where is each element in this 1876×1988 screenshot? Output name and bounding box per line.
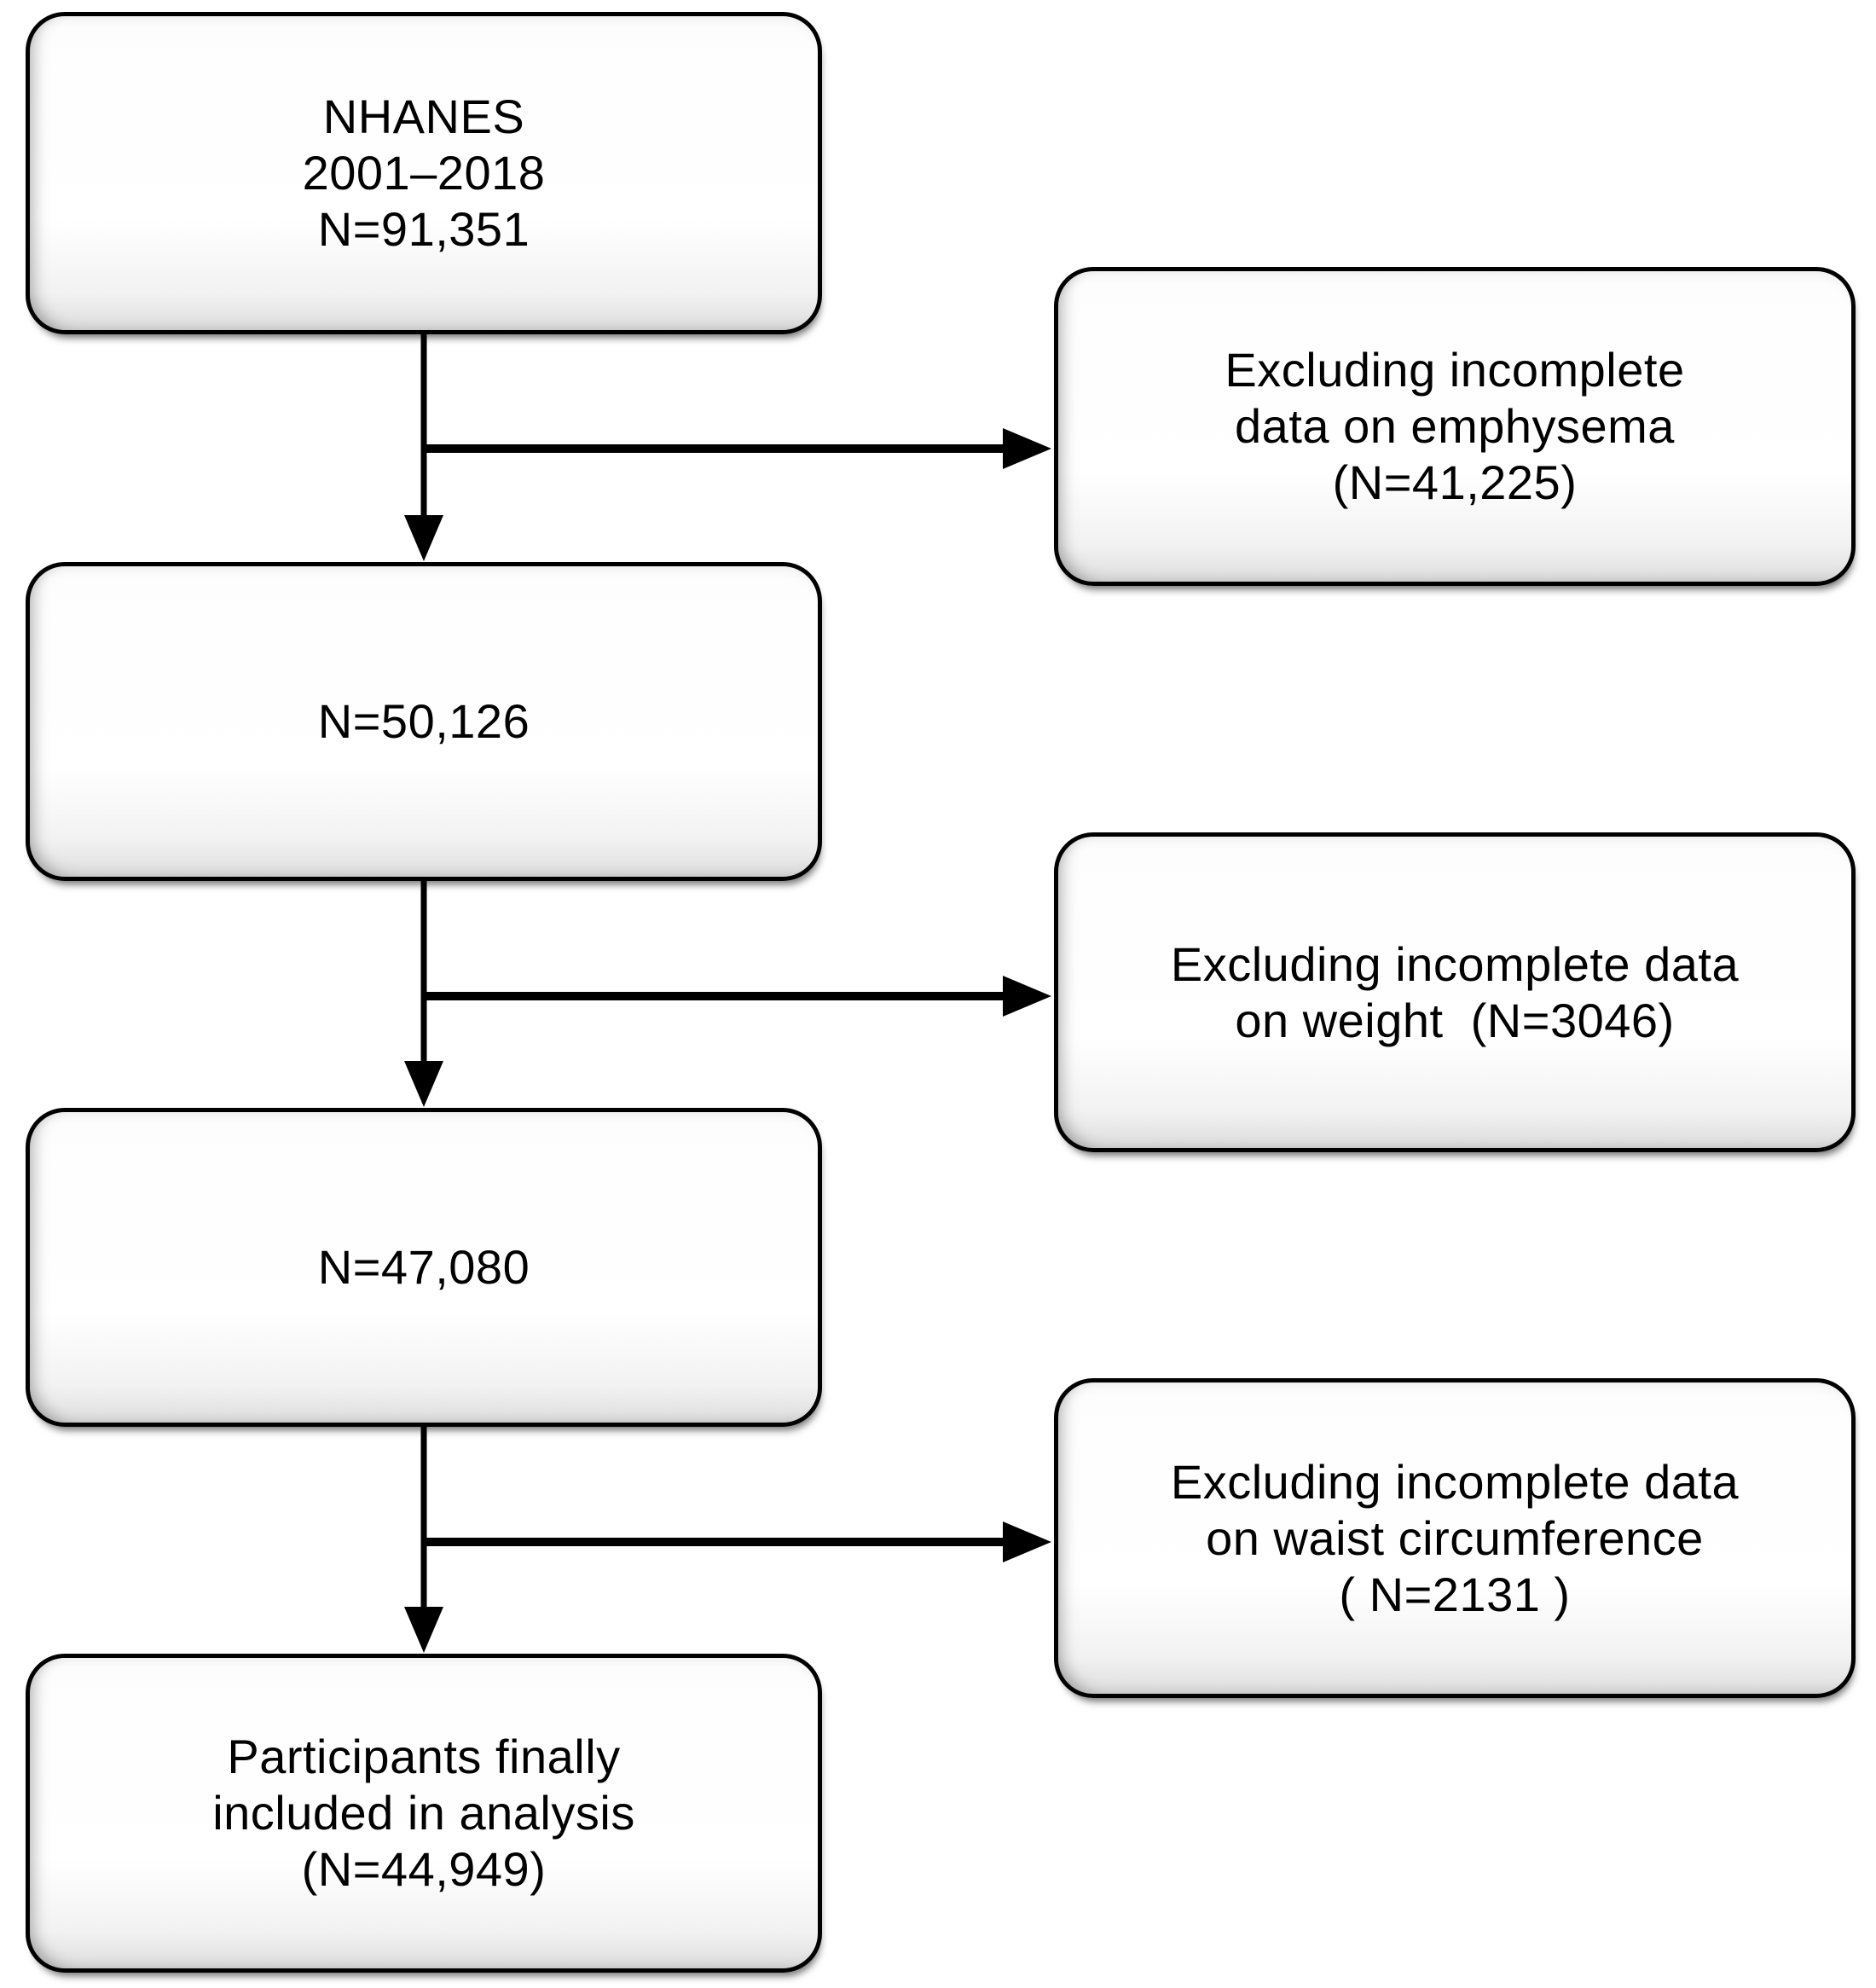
text-line: Excluding incomplete xyxy=(1225,343,1685,397)
box-after-weight-exclusion: N=47,080 xyxy=(26,1108,822,1427)
text-line: Participants finally xyxy=(227,1730,621,1783)
arrow-right-to-waist-exclusion xyxy=(424,1521,1051,1562)
text-line: N=50,126 xyxy=(317,694,530,748)
box-final-analysis: Participants finally included in analysi… xyxy=(26,1654,822,1973)
box-exclusion-emphysema-text: Excluding incomplete data on emphysema (… xyxy=(1225,342,1684,511)
box-exclusion-waist: Excluding incomplete data on waist circu… xyxy=(1054,1378,1856,1698)
box-final-analysis-text: Participants finally included in analysi… xyxy=(212,1729,635,1898)
box-exclusion-weight-text: Excluding incomplete data on weight (N=3… xyxy=(1171,936,1739,1049)
box-initial-cohort: NHANES 2001–2018 N=91,351 xyxy=(26,12,822,334)
text-line: data on emphysema xyxy=(1235,399,1675,453)
text-line: on weight (N=3046) xyxy=(1235,993,1675,1047)
text-line: (N=41,225) xyxy=(1332,455,1578,509)
text-line: N=91,351 xyxy=(317,202,530,256)
text-line: Excluding incomplete data xyxy=(1170,1454,1740,1509)
box-initial-cohort-text: NHANES 2001–2018 N=91,351 xyxy=(303,89,546,258)
box-exclusion-emphysema: Excluding incomplete data on emphysema (… xyxy=(1054,267,1856,586)
text-line: (N=44,949) xyxy=(301,1842,547,1896)
box-after-emphysema-text: N=50,126 xyxy=(318,693,530,750)
box-after-weight-text: N=47,080 xyxy=(318,1239,530,1295)
arrow-down-50126-to-47080 xyxy=(404,880,443,1107)
text-line: NHANES xyxy=(322,90,525,143)
text-line: included in analysis xyxy=(212,1786,635,1840)
text-line: N=47,080 xyxy=(317,1240,530,1294)
box-exclusion-waist-text: Excluding incomplete data on waist circu… xyxy=(1171,1454,1739,1623)
arrow-down-47080-to-final xyxy=(404,1426,443,1653)
text-line: 2001–2018 xyxy=(302,146,546,200)
arrow-right-to-emphysema-exclusion xyxy=(424,428,1051,469)
text-line: on waist circumference xyxy=(1206,1510,1704,1565)
box-after-emphysema-exclusion: N=50,126 xyxy=(26,562,822,881)
arrow-down-initial-to-50126 xyxy=(404,333,443,561)
box-exclusion-weight: Excluding incomplete data on weight (N=3… xyxy=(1054,832,1856,1152)
arrow-right-to-weight-exclusion xyxy=(424,976,1051,1017)
text-line: Excluding incomplete data xyxy=(1170,936,1740,991)
text-line: ( N=2131 ) xyxy=(1339,1567,1571,1621)
